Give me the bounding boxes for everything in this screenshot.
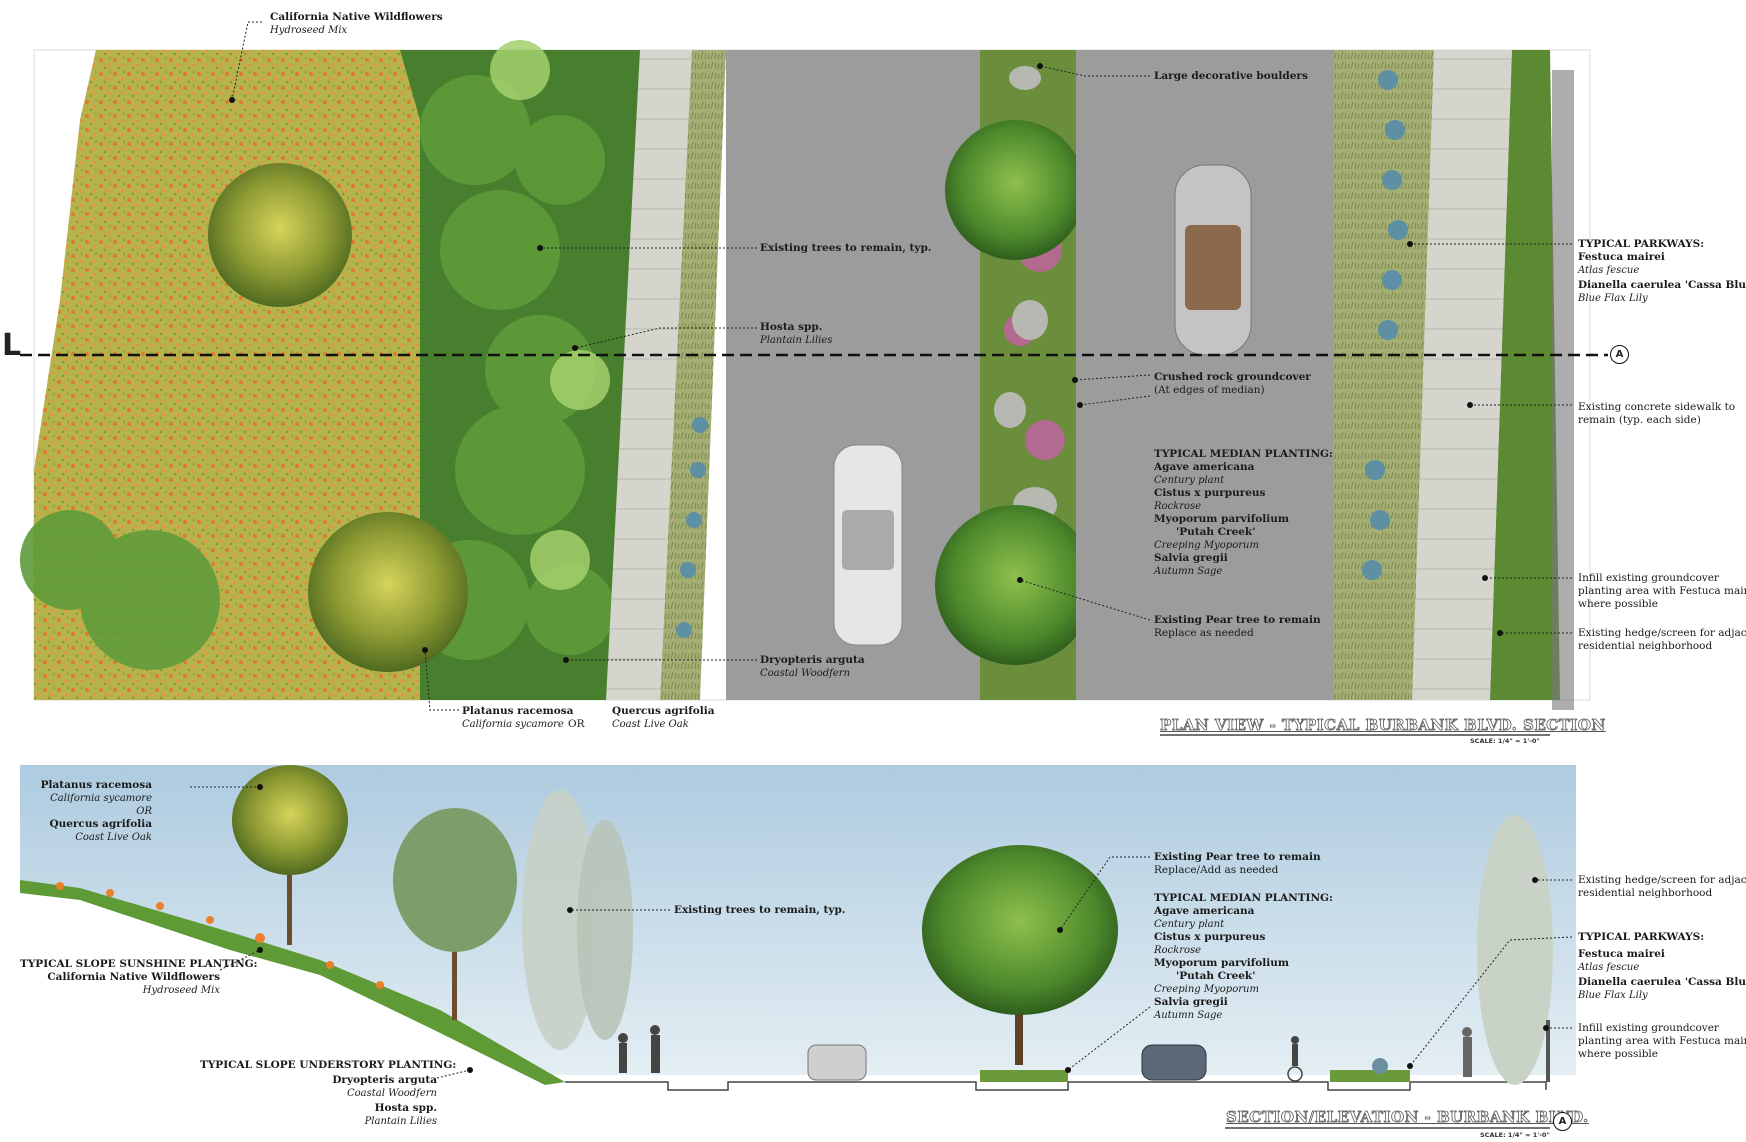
label-infill-section: Infill existing groundcover planting are… [1578, 1022, 1746, 1060]
section-scale: SCALE: 1/4" = 1'-0" [1480, 1131, 1550, 1139]
leader-dots [229, 63, 1549, 1073]
label-platanus-plan: Platanus racemosa California sycamore [462, 705, 574, 730]
parkway-right [1334, 50, 1434, 700]
pear-tree-plan-2 [935, 505, 1095, 665]
label-pear-section: Existing Pear tree to remain Replace/Add… [1154, 851, 1321, 876]
label-hedge-plan: Existing hedge/screen for adjacent resid… [1578, 627, 1746, 652]
label-dryopteris-plan: Dryopteris arguta Coastal Woodfern [760, 654, 865, 679]
label-median-planting-section: TYPICAL MEDIAN PLANTING: Agave americana… [1154, 892, 1333, 1021]
label-hosta: Hosta spp. Plantain Lilies [760, 321, 833, 346]
label-median-planting: TYPICAL MEDIAN PLANTING: Agave americana… [1154, 448, 1333, 577]
section-view [20, 765, 1576, 1091]
section-title: SECTION/ELEVATION - BURBANK BLVD. [1226, 1108, 1589, 1127]
car-plan-right [1174, 164, 1252, 356]
label-platanus-section: Platanus racemosa California sycamore OR… [40, 779, 152, 843]
pear-tree-section [922, 845, 1118, 1015]
label-or-plan: OR [568, 718, 585, 730]
label-parkways-section: TYPICAL PARKWAYS: Festuca mairei Atlas f… [1578, 931, 1746, 1001]
label-slope-understory: TYPICAL SLOPE UNDERSTORY PLANTING: Dryop… [200, 1059, 457, 1127]
label-crushed-rock: Crushed rock groundcover (At edges of me… [1154, 371, 1311, 396]
sidewalk-right [1412, 50, 1512, 700]
sycamore-section [232, 765, 348, 875]
sidewalk-left [606, 50, 692, 700]
road-right [1076, 50, 1334, 700]
slope-planting [20, 880, 565, 1085]
leader-lines [190, 21, 1573, 1079]
car-section-right [1141, 1044, 1207, 1081]
parkway-left [660, 50, 726, 700]
label-slope-sunshine: TYPICAL SLOPE SUNSHINE PLANTING: Califor… [20, 958, 258, 996]
plan-view [20, 40, 1608, 710]
hedge-section [1477, 815, 1553, 1085]
label-wildflowers: California Native Wildflowers Hydroseed … [270, 11, 443, 36]
label-infill-plan: Infill existing groundcover planting are… [1578, 572, 1746, 610]
ground-profile [565, 1081, 1547, 1091]
cut-line-label: L [2, 328, 22, 363]
oak-plan [308, 512, 468, 672]
plan-title: PLAN VIEW - TYPICAL BURBANK BLVD. SECTIO… [1160, 716, 1606, 735]
label-quercus-plan: Quercus agrifolia Coast Live Oak [612, 705, 715, 730]
sycamore-plan [208, 163, 352, 307]
hedge-right [1490, 50, 1560, 700]
label-sidewalk: Existing concrete sidewalk to remain (ty… [1578, 401, 1736, 426]
section-marker-plan: A [1610, 345, 1629, 364]
label-existing-trees-section: Existing trees to remain, typ. [674, 904, 846, 916]
plan-scale: SCALE: 1/4" = 1'-0" [1470, 737, 1540, 745]
label-parkways: TYPICAL PARKWAYS: Festuca mairei Atlas f… [1578, 238, 1746, 304]
label-boulders: Large decorative boulders [1154, 70, 1308, 82]
pear-tree-plan-1 [945, 120, 1085, 260]
section-marker-elevation: A [1553, 1112, 1572, 1131]
existing-tree-section-1 [393, 808, 517, 952]
car-section-left [807, 1044, 867, 1081]
label-pear-plan: Existing Pear tree to remain Replace as … [1154, 614, 1321, 639]
car-plan-left [833, 444, 903, 646]
label-hedge-section: Existing hedge/screen for adjacent resid… [1578, 874, 1746, 899]
label-existing-trees: Existing trees to remain, typ. [760, 242, 932, 254]
